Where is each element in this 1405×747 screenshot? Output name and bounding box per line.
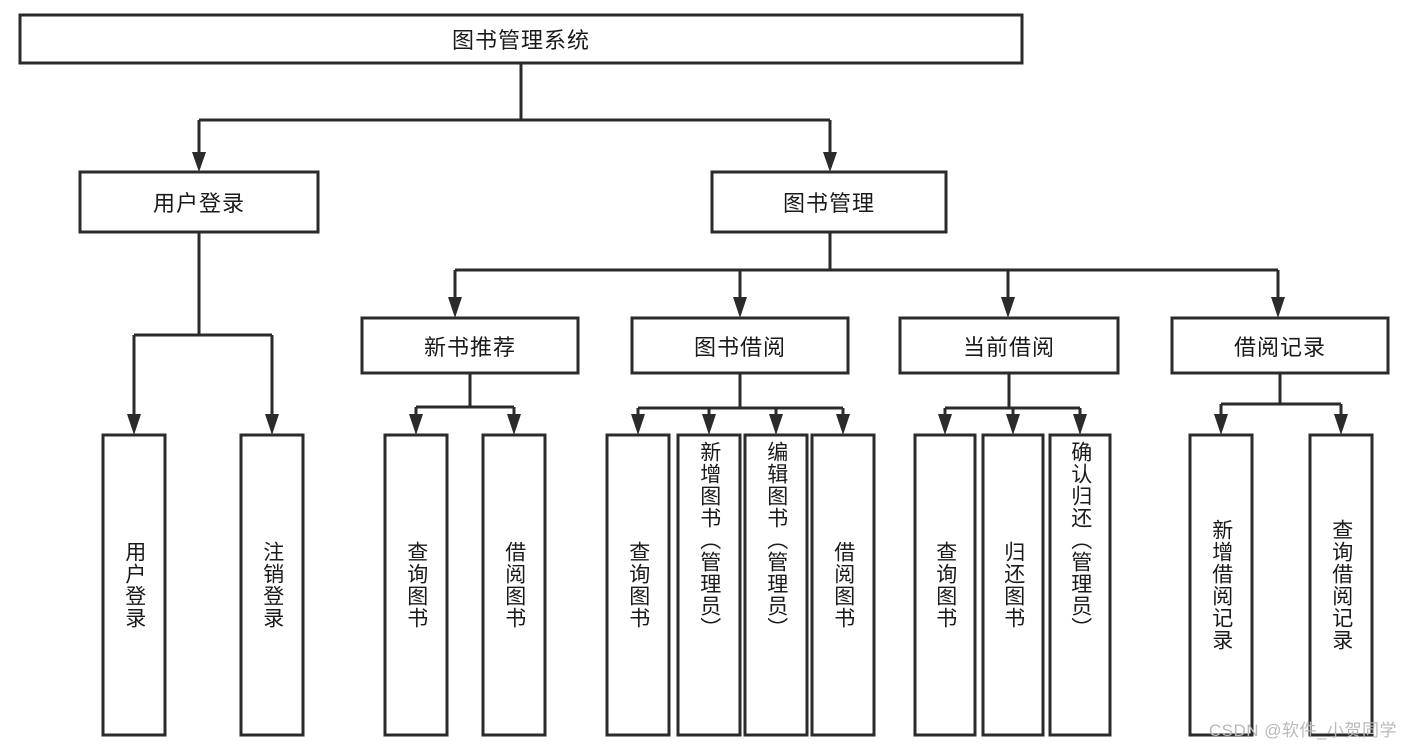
leaf-box-user-login[interactable] <box>101 433 167 737</box>
node-box-root[interactable] <box>18 13 1024 65</box>
arrowhead-book-borrow <box>733 297 747 318</box>
node-box-book-borrow[interactable] <box>630 316 850 375</box>
connectors-current-borrow-to-leaves <box>938 373 1087 435</box>
connectors-book-mgmt-to-level2 <box>448 232 1285 318</box>
arrowhead-nbr-leaf1 <box>409 414 423 435</box>
connectors-borrow-record-to-leaves <box>1214 373 1348 435</box>
leaf-box-borrow-book-bb[interactable] <box>810 433 876 737</box>
leaf-box-query-book-nbr[interactable] <box>383 433 449 737</box>
arrowhead-br-leaf1 <box>1214 414 1228 435</box>
arrowhead-new-book-rec <box>448 297 462 318</box>
leaf-box-edit-book-admin[interactable] <box>743 433 809 737</box>
connectors-new-book-rec-to-leaves <box>409 373 521 435</box>
arrowhead-user-login <box>192 152 206 172</box>
arrowhead-cb-leaf2 <box>1006 414 1020 435</box>
arrowhead-bb-leaf2 <box>702 414 716 435</box>
arrowhead-borrow-record <box>1271 297 1285 318</box>
leaf-box-query-borrow-record[interactable] <box>1308 433 1374 737</box>
leaf-box-add-borrow-record[interactable] <box>1188 433 1254 737</box>
leaf-box-add-book-admin[interactable] <box>676 433 742 737</box>
connectors-book-borrow-to-leaves <box>631 373 850 435</box>
node-box-user-login[interactable] <box>78 170 320 234</box>
arrowhead-cb-leaf1 <box>938 414 952 435</box>
arrowhead-br-leaf2 <box>1334 414 1348 435</box>
leaf-box-query-book-bb[interactable] <box>605 433 671 737</box>
connectors-root-to-level1 <box>192 63 837 172</box>
connectors-user-login-to-leaves <box>127 232 279 435</box>
arrowhead-nbr-leaf2 <box>507 414 521 435</box>
node-box-borrow-record[interactable] <box>1170 316 1390 375</box>
arrowhead-bb-leaf1 <box>631 414 645 435</box>
leaf-box-confirm-return-admin[interactable] <box>1048 433 1112 737</box>
node-box-book-management[interactable] <box>710 170 948 234</box>
leaf-box-query-book-cb[interactable] <box>913 433 977 737</box>
arrowhead-bb-leaf4 <box>836 414 850 435</box>
arrowhead-leaf-logout <box>265 414 279 435</box>
leaf-box-logout[interactable] <box>239 433 305 737</box>
arrowhead-leaf-user-login <box>127 414 141 435</box>
arrowhead-bb-leaf3 <box>769 414 783 435</box>
arrowhead-book-mgmt <box>823 152 837 172</box>
leaf-box-return-book[interactable] <box>981 433 1045 737</box>
node-box-new-book-recommend[interactable] <box>360 316 580 375</box>
node-box-current-borrow[interactable] <box>898 316 1120 375</box>
leaf-box-borrow-book-nbr[interactable] <box>481 433 547 737</box>
arrowhead-cb-leaf3 <box>1073 414 1087 435</box>
arrowhead-current-borrow <box>1001 297 1015 318</box>
